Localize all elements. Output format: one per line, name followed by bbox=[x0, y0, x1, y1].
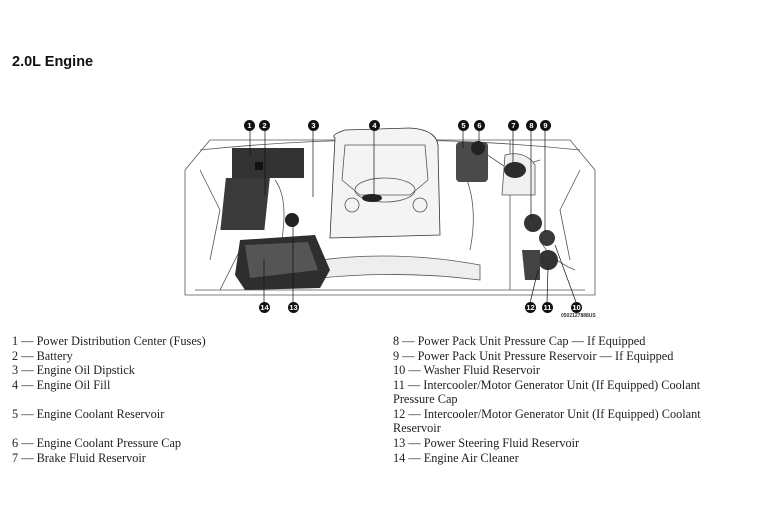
callout-13: 13 bbox=[288, 302, 299, 313]
callout-5: 5 bbox=[458, 120, 469, 131]
legend-item: 11 — Intercooler/Motor Generator Unit (I… bbox=[393, 378, 701, 392]
figure-code: 0502127888US bbox=[561, 313, 596, 319]
callout-1: 1 bbox=[244, 120, 255, 131]
callout-8: 8 bbox=[526, 120, 537, 131]
legend-item: 10 — Washer Fluid Reservoir bbox=[393, 363, 541, 377]
callout-14: 14 bbox=[259, 302, 270, 313]
engine-bay-drawing bbox=[184, 127, 596, 304]
callout-9: 9 bbox=[540, 120, 551, 131]
callout-4: 4 bbox=[369, 120, 380, 131]
engine-illustration: 1 2 3 4 5 6 7 8 9 10 11 12 13 14 bbox=[180, 110, 600, 325]
legend-item: 13 — Power Steering Fluid Reservoir bbox=[393, 436, 580, 450]
legend-item: 12 — Intercooler/Motor Generator Unit (I… bbox=[393, 407, 701, 421]
page-heading: 2.0L Engine bbox=[12, 54, 94, 70]
callout-10: 10 bbox=[571, 302, 582, 313]
legend-item: 4 — Engine Oil Fill bbox=[12, 378, 111, 392]
legend-item: 5 — Engine Coolant Reservoir bbox=[12, 407, 165, 421]
legend-item-continued: Reservoir bbox=[393, 421, 441, 435]
legend-item: 8 — Power Pack Unit Pressure Cap — If Eq… bbox=[393, 334, 646, 348]
callout-2: 2 bbox=[259, 120, 270, 131]
callout-12: 12 bbox=[525, 302, 536, 313]
legend-item: 14 — Engine Air Cleaner bbox=[393, 451, 519, 465]
legend-item: 9 — Power Pack Unit Pressure Reservoir —… bbox=[393, 349, 674, 363]
callout-6: 6 bbox=[474, 120, 485, 131]
legend-item: 2 — Battery bbox=[12, 349, 73, 363]
callout-7: 7 bbox=[508, 120, 519, 131]
legend-item: 6 — Engine Coolant Pressure Cap bbox=[12, 436, 182, 450]
legend-item-continued: Pressure Cap bbox=[393, 392, 458, 406]
legend-item: 7 — Brake Fluid Reservoir bbox=[12, 451, 146, 465]
callout-11: 11 bbox=[542, 302, 553, 313]
legend-item: 1 — Power Distribution Center (Fuses) bbox=[12, 334, 206, 348]
callout-3: 3 bbox=[308, 120, 319, 131]
legend-item: 3 — Engine Oil Dipstick bbox=[12, 363, 135, 377]
